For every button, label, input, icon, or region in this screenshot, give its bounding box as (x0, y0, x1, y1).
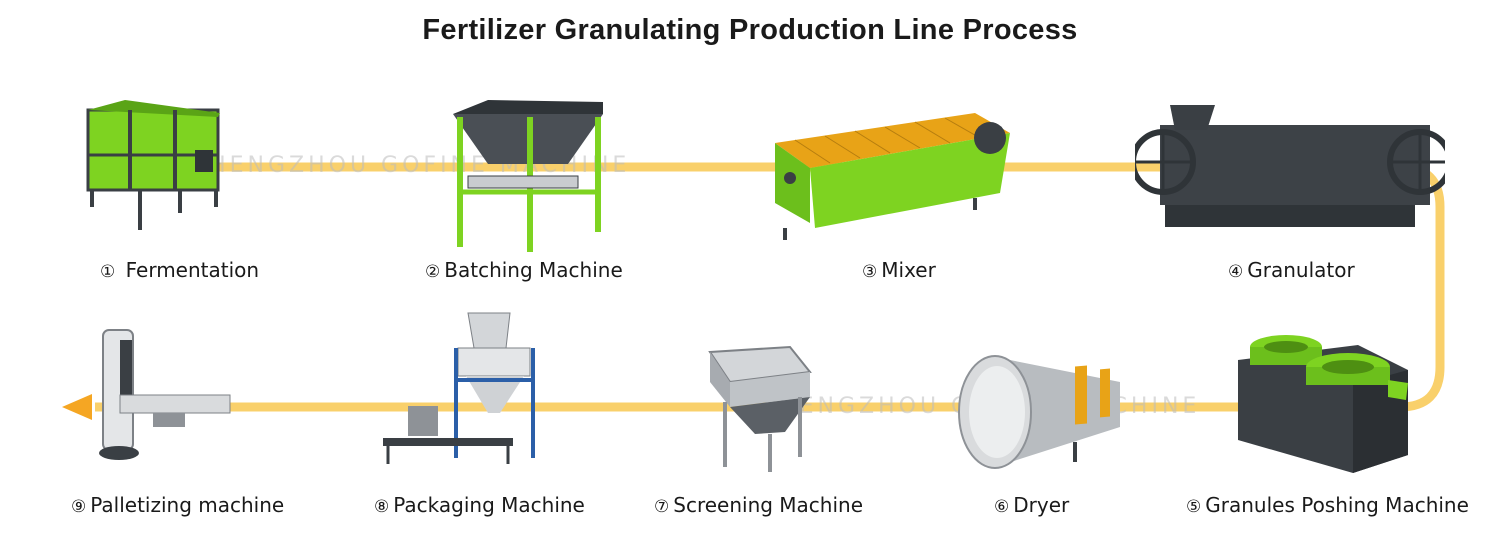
dryer-icon (958, 355, 1120, 469)
flow-arrow-head-icon (62, 394, 92, 420)
batching-machine-icon (453, 100, 603, 252)
fermentation-tank-icon (86, 100, 220, 230)
granulator-icon (1135, 105, 1445, 227)
packaging-machine-icon (383, 312, 535, 464)
polishing-machine-icon (1238, 335, 1408, 473)
palletizing-machine-icon (99, 329, 231, 460)
screening-machine-icon (708, 345, 812, 472)
mixer-icon (775, 113, 1010, 240)
page-title: Fertilizer Granulating Production Line P… (422, 14, 1078, 46)
step-label-fermentation: ① Fermentation (100, 258, 260, 282)
